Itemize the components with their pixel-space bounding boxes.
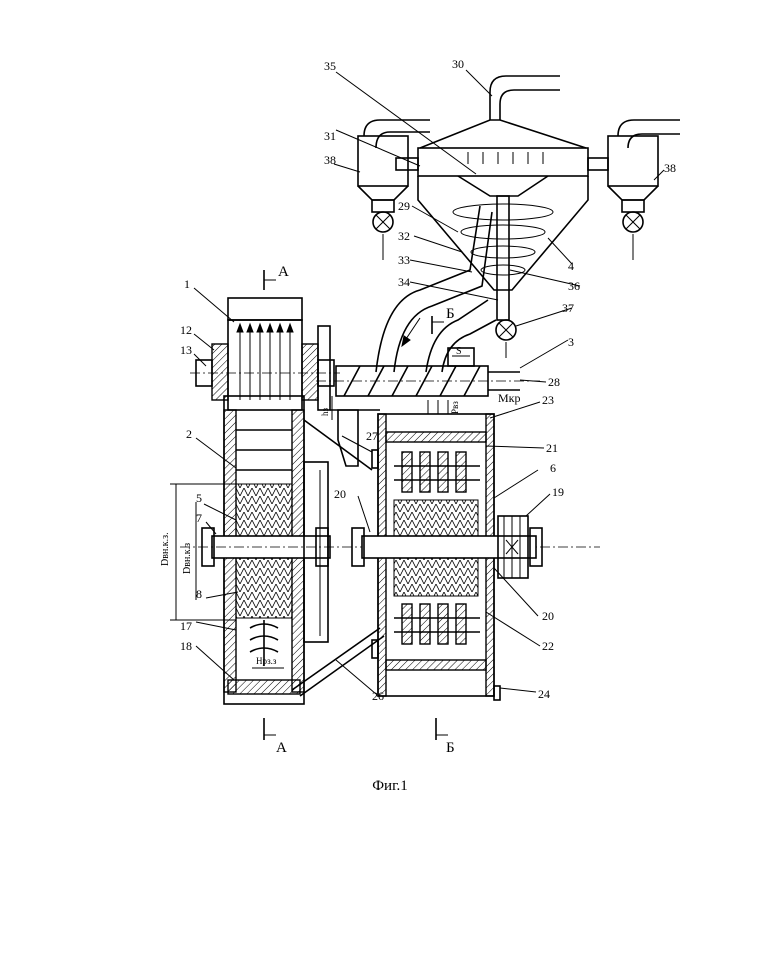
callout-31: 31 (324, 129, 336, 143)
section-b-bottom: Б (446, 740, 455, 756)
dim-d-outer: Dвн.к.з. (160, 532, 171, 566)
secondary-cyclone-left (358, 120, 430, 260)
callout-34: 34 (398, 275, 410, 289)
dim-h-screw: hз (320, 408, 330, 417)
section-a-top: А (278, 264, 289, 280)
dim-h-lower: Нрз.з (256, 656, 277, 666)
dim-s-gap: S (456, 346, 462, 357)
callout-29: 29 (398, 199, 410, 213)
callout-33: 33 (398, 253, 410, 267)
callout-27: 27 (366, 429, 378, 443)
callout-5: 5 (196, 491, 202, 505)
callout-4: 4 (568, 259, 574, 273)
callout-35: 35 (324, 59, 336, 73)
callout-38-left: 38 (324, 153, 336, 167)
callout-20-right: 20 (542, 609, 554, 623)
callout-19: 19 (552, 485, 564, 499)
callout-28: 28 (548, 375, 560, 389)
callout-24: 24 (538, 687, 550, 701)
callout-12: 12 (180, 323, 192, 337)
callout-36: 36 (568, 279, 580, 293)
callout-26: 26 (372, 689, 384, 703)
cyclone-separator (418, 76, 588, 358)
callout-13: 13 (180, 343, 192, 357)
disintegrator-right (352, 400, 542, 700)
callout-18: 18 (180, 639, 192, 653)
secondary-cyclone-right (588, 120, 680, 260)
callout-37: 37 (562, 301, 574, 315)
callout-38-right: 38 (664, 161, 676, 175)
dim-torque: Мкр (498, 391, 521, 405)
callout-17: 17 (180, 619, 192, 633)
callout-23: 23 (542, 393, 554, 407)
transfer-duct (376, 206, 496, 372)
callout-21: 21 (546, 441, 558, 455)
callout-20-left: 20 (334, 487, 346, 501)
callout-22: 22 (542, 639, 554, 653)
figure-caption: Фиг.1 (372, 778, 408, 794)
callout-2: 2 (186, 427, 192, 441)
callout-32: 32 (398, 229, 410, 243)
callout-7: 7 (196, 511, 202, 525)
callout-1: 1 (184, 277, 190, 291)
section-b-top: Б (446, 306, 455, 322)
dim-d-inner: Dвн.к.з (182, 543, 193, 574)
callout-6: 6 (550, 461, 556, 475)
callout-30: 30 (452, 57, 464, 71)
dim-rho: Pвз (450, 401, 460, 414)
section-a-bottom: А (276, 740, 287, 756)
callout-8: 8 (196, 587, 202, 601)
callout-3: 3 (568, 335, 574, 349)
